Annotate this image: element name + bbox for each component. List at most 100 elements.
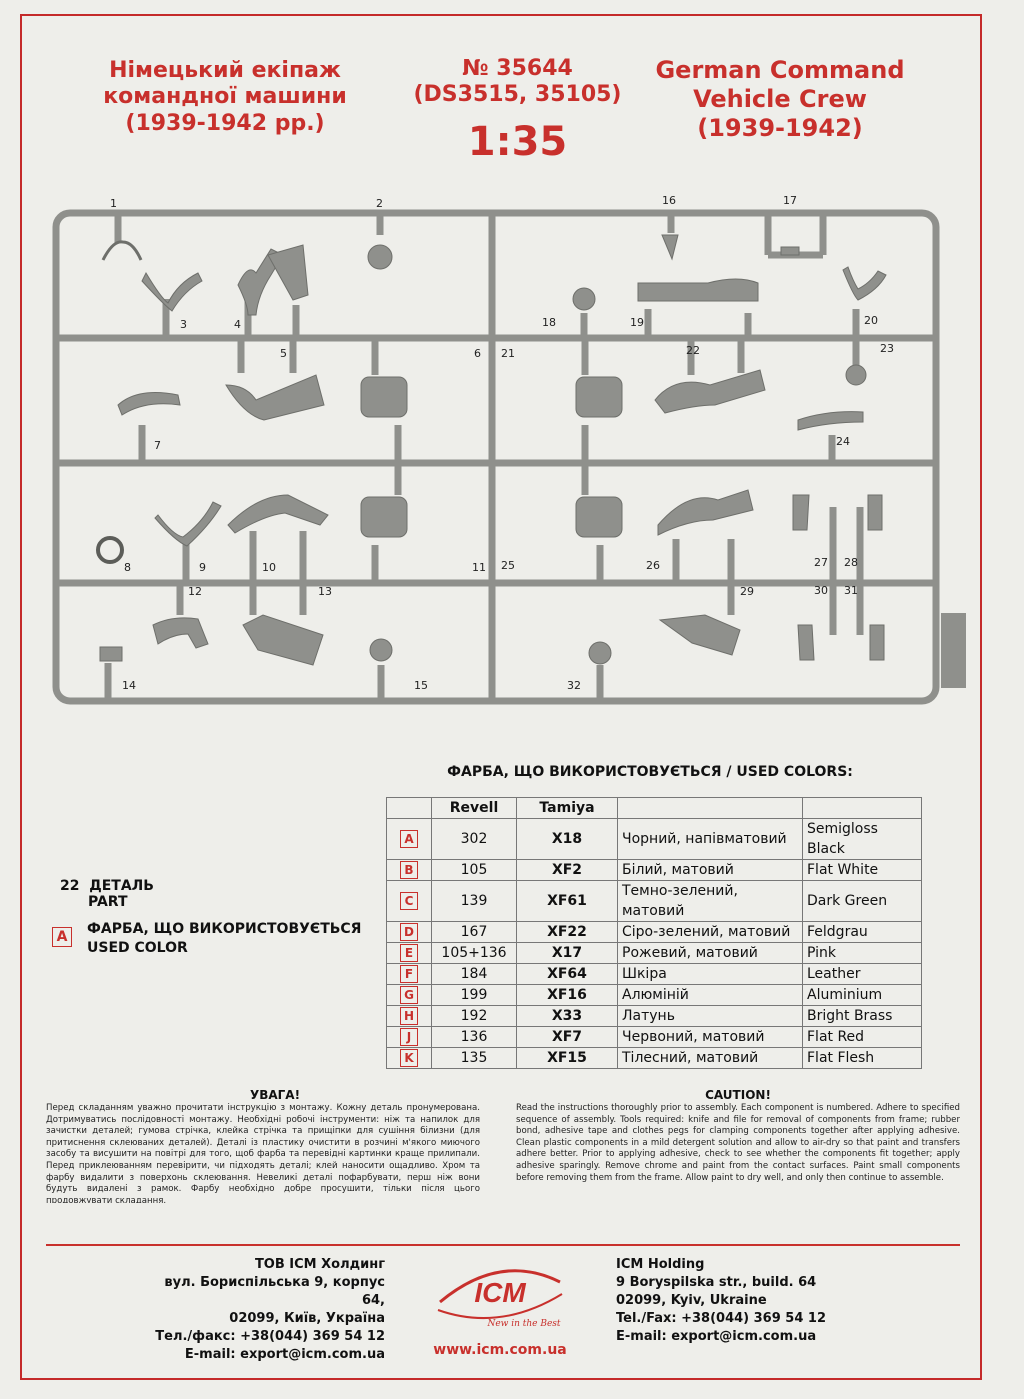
sprue-label: 15 <box>414 679 428 692</box>
part-13 <box>242 614 324 666</box>
color-tamiya: X18 <box>516 818 618 860</box>
logo-swoosh-bottom <box>437 1293 563 1319</box>
part-4 <box>237 248 284 316</box>
address-ua-line: вул. Бориспільська 9, корпус 64, <box>164 1275 385 1308</box>
color-name-ua: Темно-зелений, матовий <box>617 880 803 922</box>
color-revell: 105 <box>431 859 517 881</box>
part-7 <box>117 392 181 416</box>
sprue-label: 28 <box>844 556 858 569</box>
color-name-en: Feldgrau <box>802 921 922 943</box>
website-url: www.icm.com.ua <box>433 1342 567 1358</box>
color-name-ua: Шкіра <box>617 963 803 985</box>
color-name-ua: Сіро-зелений, матовий <box>617 921 803 943</box>
color-name-ua: Рожевий, матовий <box>617 942 803 964</box>
part-26 <box>657 489 754 536</box>
sprue-label: 8 <box>124 561 131 574</box>
color-code-box: G <box>400 986 418 1004</box>
legend-color-code: A <box>52 927 72 947</box>
color-code-box: K <box>400 1049 418 1067</box>
title-ua-line-3: (1939-1942 рр.) <box>125 110 325 136</box>
color-tamiya: X17 <box>516 942 618 964</box>
color-code: B <box>386 859 432 881</box>
title-en-line-1: German Command <box>655 56 905 84</box>
part-6 <box>360 376 408 418</box>
color-revell: 136 <box>431 1026 517 1048</box>
color-code: A <box>386 818 432 860</box>
red-border-frame <box>20 14 982 1380</box>
address-en: ICM Holding 9 Boryspilska str., build. 6… <box>616 1256 876 1346</box>
part-3 <box>141 271 203 312</box>
part-29 <box>658 614 741 656</box>
address-en-line: Tel./Fax: +38(044) 369 54 12 <box>616 1311 826 1326</box>
color-code-box: E <box>400 944 418 962</box>
footer-divider <box>46 1244 960 1246</box>
color-code-box: J <box>400 1028 418 1046</box>
address-en-line: ICM Holding <box>616 1257 705 1272</box>
sprue-label: 9 <box>199 561 206 574</box>
sprue-label: 21 <box>501 347 515 360</box>
color-name-ua: Латунь <box>617 1005 803 1027</box>
color-name-en: Aluminium <box>802 984 922 1006</box>
caution-en-text: Read the instructions thoroughly prior t… <box>516 1103 960 1183</box>
sprue-label: 23 <box>880 342 894 355</box>
address-ua-line: Тел./факс: +38(044) 369 54 12 <box>155 1329 385 1344</box>
address-en-line: 9 Boryspilska str., build. 64 <box>616 1275 817 1290</box>
col-header-revell: Revell <box>431 797 517 819</box>
sprue-number-labels: 1 2 3 4 5 6 7 8 9 10 11 12 13 14 15 16 1… <box>110 195 894 692</box>
part-28 <box>867 494 883 531</box>
color-code: K <box>386 1047 432 1069</box>
color-revell: 199 <box>431 984 517 1006</box>
sprue-label: 2 <box>376 197 383 210</box>
color-revell: 184 <box>431 963 517 985</box>
part-27 <box>792 494 810 531</box>
part-22 <box>654 369 766 414</box>
title-en-line-2: Vehicle Crew <box>693 84 867 113</box>
sprue-frame <box>52 209 940 705</box>
color-revell: 135 <box>431 1047 517 1069</box>
part-30 <box>797 624 815 661</box>
color-code: C <box>386 880 432 922</box>
sprue-label: 10 <box>262 561 276 574</box>
color-name-en: Flat White <box>802 859 922 881</box>
title-ukrainian: Німецький екіпаж командної машини (1939-… <box>60 58 390 137</box>
sprue-diagram: 1 2 3 4 5 6 7 8 9 10 11 12 13 14 15 16 1… <box>52 195 966 705</box>
sprue-label: 14 <box>122 679 136 692</box>
sprue-label: 24 <box>836 435 850 448</box>
colors-title: ФАРБА, ЩО ВИКОРИСТОВУЄТЬСЯ / USED COLORS… <box>447 764 853 780</box>
sprue-label: 26 <box>646 559 660 572</box>
sprue-label: 13 <box>318 585 332 598</box>
color-name-en: Dark Green <box>802 880 922 922</box>
part-9 <box>154 501 222 547</box>
color-tamiya: XF15 <box>516 1047 618 1069</box>
legend-part: 22 ДЕТАЛЬ PART <box>60 878 154 910</box>
sprue-label: 6 <box>474 347 481 360</box>
color-code-box: C <box>400 892 418 910</box>
address-ua-line: ТОВ ICM Холдинг <box>254 1257 385 1272</box>
color-code-box: A <box>400 830 418 848</box>
color-name-en: Pink <box>802 942 922 964</box>
color-code: H <box>386 1005 432 1027</box>
part-17 <box>780 246 800 256</box>
color-tamiya: XF64 <box>516 963 618 985</box>
sprue-label: 29 <box>740 585 754 598</box>
logo-swoosh-top <box>439 1269 561 1304</box>
sprue-label: 12 <box>188 585 202 598</box>
part-16 <box>661 234 679 261</box>
color-code: D <box>386 921 432 943</box>
color-name-ua: Тілесний, матовий <box>617 1047 803 1069</box>
color-code-box: F <box>400 965 418 983</box>
title-en-line-3: (1939-1942) <box>697 113 863 142</box>
colors-header-row: Revell Tamiya <box>386 797 922 819</box>
part-11 <box>360 496 408 538</box>
address-en-line: E-mail: export@icm.com.ua <box>616 1329 817 1344</box>
sprue-label: 18 <box>542 316 556 329</box>
kit-number: № 35644 <box>462 56 573 81</box>
sprue-label: 27 <box>814 556 828 569</box>
sprue-label: 30 <box>814 584 828 597</box>
logo-tagline: New in the Best <box>486 1319 560 1329</box>
sprue-tab <box>941 613 966 688</box>
